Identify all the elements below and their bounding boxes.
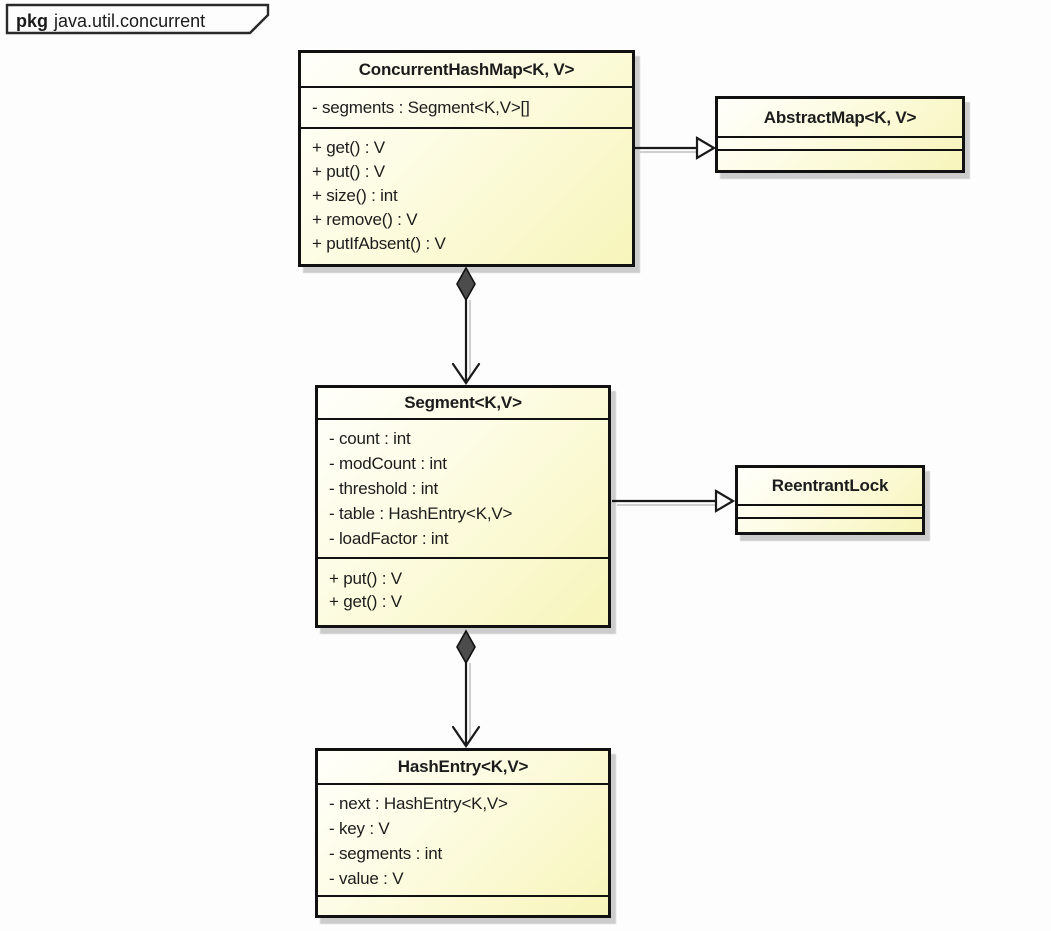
- open-arrowhead: [451, 362, 481, 385]
- method: + get() : V: [329, 592, 402, 611]
- hollow-triangle-arrowhead: [714, 489, 736, 513]
- attribute: - segments : Segment<K,V>[]: [312, 97, 530, 117]
- method: + size() : int: [312, 186, 398, 205]
- attributes-compartment: - segments : Segment<K,V>[]: [301, 86, 632, 127]
- composition-concurrenthashmap-segment: [451, 266, 481, 385]
- class-title: HashEntry<K,V>: [397, 757, 529, 776]
- package-tab-shape: [5, 3, 270, 35]
- class-title: AbstractMap<K, V>: [763, 107, 917, 127]
- attributes-compartment: - next : HashEntry<K,V> - key : V - segm…: [318, 783, 608, 895]
- class-reentrantlock: ReentrantLock: [735, 465, 925, 535]
- attributes-compartment: [738, 504, 922, 517]
- generalization-segment-reentrantlock: [612, 489, 736, 513]
- methods-compartment: [318, 895, 608, 915]
- generalization-concurrenthashmap-abstractmap: [635, 136, 717, 160]
- methods-compartment: [738, 517, 922, 532]
- attribute: - key : V: [329, 819, 390, 838]
- class-segment: Segment<K,V> - count : int - modCount : …: [315, 385, 611, 628]
- attribute: - loadFactor : int: [329, 529, 449, 548]
- attribute: - modCount : int: [329, 454, 447, 473]
- attributes-compartment: - count : int - modCount : int - thresho…: [318, 418, 608, 557]
- methods-compartment: + put() : V + get() : V: [318, 557, 608, 625]
- composition-diamond: [456, 629, 476, 665]
- class-abstractmap: AbstractMap<K, V>: [715, 96, 965, 173]
- method: + putIfAbsent() : V: [312, 234, 446, 253]
- package-name: java.util.concurrent: [53, 11, 205, 31]
- method: + remove() : V: [312, 210, 418, 229]
- attribute: - value : V: [329, 869, 404, 888]
- method: + put() : V: [329, 569, 402, 588]
- open-arrowhead: [451, 725, 481, 748]
- methods-compartment: + get() : V + put() : V + size() : int +…: [301, 127, 632, 264]
- attributes-compartment: [718, 136, 962, 149]
- attribute: - table : HashEntry<K,V>: [329, 504, 513, 523]
- attribute: - threshold : int: [329, 479, 439, 498]
- class-title: ConcurrentHashMap<K, V>: [358, 59, 575, 79]
- attribute: - segments : int: [329, 844, 443, 863]
- attribute: - next : HashEntry<K,V>: [329, 794, 508, 813]
- hollow-triangle-arrowhead: [695, 136, 717, 160]
- composition-diamond: [456, 266, 476, 302]
- class-title: ReentrantLock: [771, 476, 889, 495]
- composition-segment-hashentry: [451, 629, 481, 748]
- method: + put() : V: [312, 162, 385, 181]
- class-hashentry: HashEntry<K,V> - next : HashEntry<K,V> -…: [315, 748, 611, 918]
- class-title: Segment<K,V>: [404, 393, 522, 412]
- attribute: - count : int: [329, 429, 411, 448]
- class-concurrenthashmap: ConcurrentHashMap<K, V> - segments : Seg…: [298, 50, 635, 267]
- methods-compartment: [718, 149, 962, 170]
- method: + get() : V: [312, 138, 385, 157]
- package-keyword: pkg: [16, 11, 48, 31]
